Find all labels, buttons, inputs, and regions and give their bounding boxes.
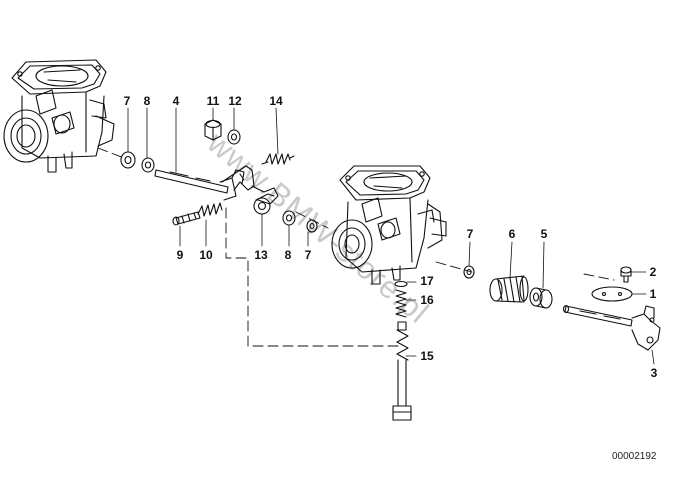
cover-plate-1 [591,286,633,302]
return-spring-6 [489,275,529,303]
callout-7: 7 [304,248,312,262]
callout-1: 1 [649,287,657,301]
washer-7-right [463,265,475,279]
callout-8: 8 [143,94,151,108]
callout-11: 11 [206,94,220,108]
lever-shaft-3 [562,304,661,351]
o-ring-17 [394,280,408,288]
spring-16 [395,289,407,318]
diagram-code: 00002192 [612,451,657,462]
screw-9 [172,211,201,226]
washer-7-left [120,151,136,169]
throttle-shaft [154,169,245,201]
spring-10 [197,202,223,217]
spring-14 [261,153,295,165]
bushing-13 [253,193,275,215]
washer-12 [227,129,241,145]
nut-11 [204,119,222,141]
callout-10: 10 [199,248,213,262]
idle-screw-15 [392,321,412,421]
callout-8: 8 [284,248,292,262]
callout-16: 16 [420,293,434,307]
washer-8-left [141,157,155,173]
callout-2: 2 [649,265,657,279]
callout-6: 6 [508,227,516,241]
washer-8-mid [282,210,296,226]
callout-15: 15 [420,349,434,363]
left-carburetor-body [3,59,115,173]
callout-7: 7 [123,94,131,108]
callout-4: 4 [172,94,180,108]
callout-9: 9 [176,248,184,262]
washer-7-mid [306,219,318,233]
callout-7: 7 [466,227,474,241]
leader-lines [127,107,655,365]
throttle-lever-link [221,165,279,205]
callout-13: 13 [254,248,268,262]
assembly-axis-lines [97,147,615,347]
screw-2 [620,266,632,283]
callout-5: 5 [540,227,548,241]
bushing-5 [529,287,553,309]
callout-17: 17 [420,274,434,288]
callout-3: 3 [650,366,658,380]
right-carburetor-body [331,165,447,285]
callout-12: 12 [228,94,242,108]
callout-14: 14 [269,94,283,108]
